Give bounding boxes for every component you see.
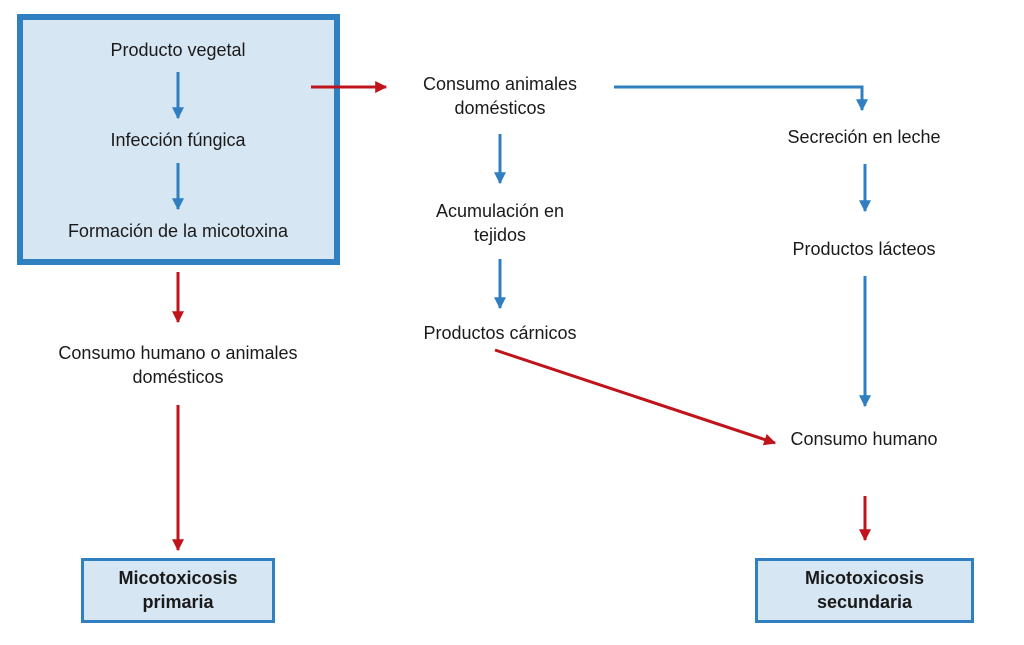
productos-carnicos-label: Productos cárnicos bbox=[423, 323, 577, 343]
producto-vegetal-label: Producto vegetal bbox=[110, 40, 246, 60]
source-box bbox=[17, 14, 340, 265]
micotoxicosis-secundaria-box bbox=[755, 558, 974, 623]
micotoxicosis-primaria-label: Micotoxicosis primaria bbox=[118, 568, 238, 612]
infeccion-fungica-label: Infección fúngica bbox=[110, 130, 246, 150]
secrecion-leche-label: Secreción en leche bbox=[787, 127, 941, 147]
micotoxicosis-primaria-box bbox=[81, 558, 275, 623]
consumo-animales-domesticos-label: Consumo animales domésticos bbox=[422, 74, 578, 118]
consumo-humano-o-animales-label: Consumo humano o animales domésticos bbox=[58, 343, 298, 387]
arrow-carnicos-to-consumo-humano bbox=[494, 348, 777, 446]
arrow-consumo-animales-to-secrecion bbox=[614, 85, 868, 112]
productos-lacteos-label: Productos lácteos bbox=[792, 239, 936, 259]
formacion-micotoxina-label: Formación de la micotoxina bbox=[67, 221, 289, 241]
acumulacion-tejidos-label: Acumulación en tejidos bbox=[435, 201, 565, 245]
micotoxicosis-secundaria-label: Micotoxicosis secundaria bbox=[804, 568, 925, 612]
consumo-humano-label: Consumo humano bbox=[790, 429, 938, 449]
